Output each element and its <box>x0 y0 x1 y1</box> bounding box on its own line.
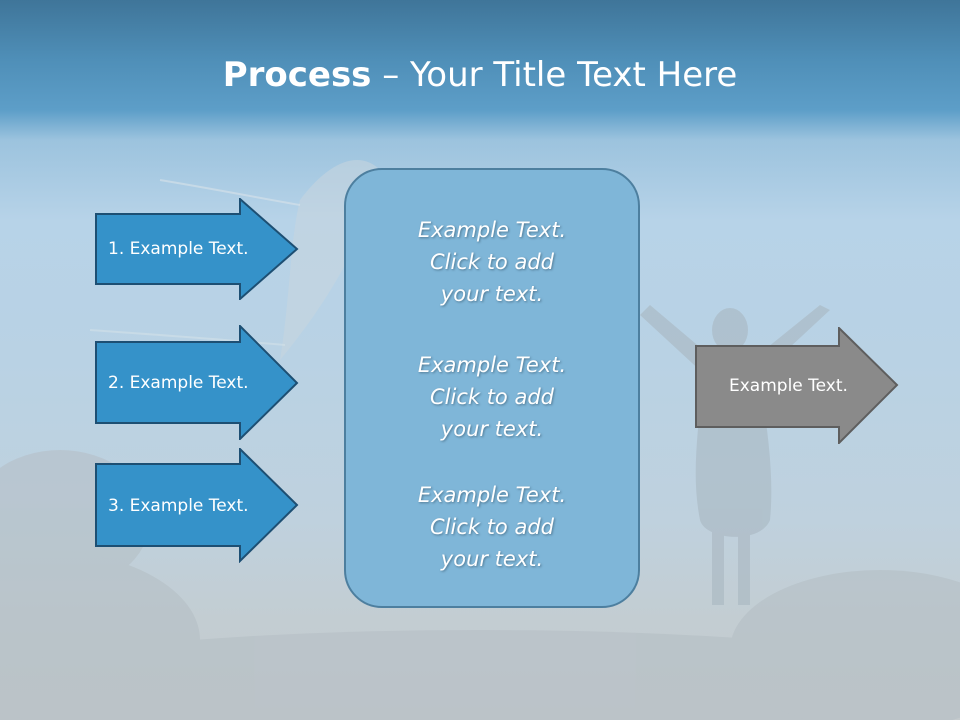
input-arrow-label: 1. Example Text. <box>108 239 249 259</box>
text-line: Example Text. <box>417 218 567 242</box>
text-line: Click to add <box>429 385 554 409</box>
arrow-right-icon <box>95 325 299 440</box>
input-arrow-1[interactable]: 1. Example Text. <box>95 198 299 300</box>
center-content-box[interactable]: Example Text. Click to add your text. Ex… <box>344 168 640 608</box>
text-line: Click to add <box>429 250 554 274</box>
input-arrow-label: 3. Example Text. <box>108 495 249 516</box>
text-line: Click to add <box>429 515 554 539</box>
title-rest: – Your Title Text Here <box>371 55 738 95</box>
arrow-right-icon <box>95 448 299 563</box>
arrow-right-icon <box>95 198 299 300</box>
text-line: Example Text. <box>417 353 567 377</box>
center-text-block[interactable]: Example Text. Click to add your text. <box>346 214 638 310</box>
text-line: your text. <box>440 417 544 441</box>
center-text-block[interactable]: Example Text. Click to add your text. <box>346 349 638 445</box>
input-arrow-2[interactable]: 2. Example Text. <box>95 325 299 440</box>
input-arrow-label: 2. Example Text. <box>108 372 249 393</box>
title-bold: Process <box>222 55 372 95</box>
input-arrow-3[interactable]: 3. Example Text. <box>95 448 299 563</box>
arrow-right-icon <box>695 327 899 444</box>
output-arrow[interactable]: Example Text. <box>695 327 899 444</box>
slide-title: Process – Your Title Text Here <box>0 52 960 98</box>
text-line: Example Text. <box>417 483 567 507</box>
text-line: your text. <box>440 282 544 306</box>
output-arrow-label: Example Text. <box>729 375 848 396</box>
center-text-block[interactable]: Example Text. Click to add your text. <box>346 479 638 575</box>
text-line: your text. <box>440 547 544 571</box>
